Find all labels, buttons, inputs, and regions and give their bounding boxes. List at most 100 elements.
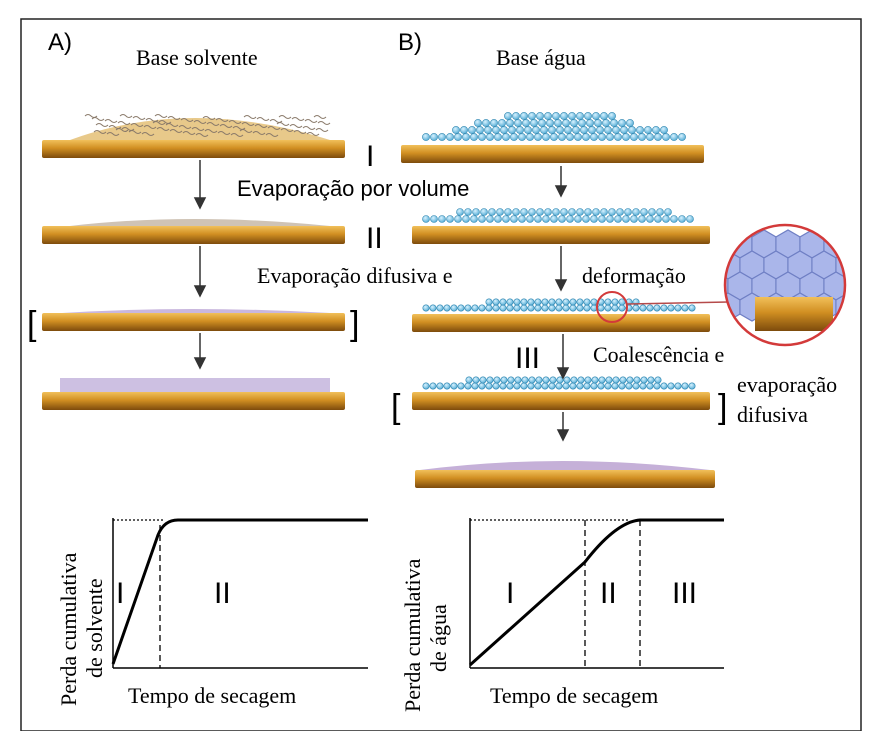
particle [563,376,571,384]
chain [289,124,303,128]
particle [662,215,670,223]
particle [592,208,600,216]
particle [654,376,662,384]
particle [562,304,570,312]
particle [646,215,654,223]
particle [608,208,616,216]
particle [512,208,520,216]
particle [457,382,465,390]
particle [574,215,582,223]
particle [520,298,528,306]
particle [472,376,480,384]
particle [620,126,628,134]
particle [646,382,654,390]
particle [552,112,560,120]
particle [498,119,506,127]
particle [612,126,620,134]
particle [586,119,594,127]
particle [474,119,482,127]
particle [541,298,549,306]
particle [462,133,470,141]
particle [504,208,512,216]
panel-b-letter: B) [398,29,422,56]
particle [524,126,532,134]
particle [527,304,535,312]
chain [306,132,320,136]
particle [688,382,696,390]
substrate [42,226,345,244]
particle [478,304,486,312]
chain [202,116,216,120]
particle [534,133,542,141]
particle [450,382,458,390]
particle [640,208,648,216]
graph-a-ylabel-2: de solvente [82,578,107,678]
particle [485,298,493,306]
particle [528,112,536,120]
particle [468,126,476,134]
chain [104,119,118,123]
particle [464,208,472,216]
graph-a-region-ii: II [214,577,231,610]
chain [91,117,105,121]
particle [568,208,576,216]
chain [278,115,292,119]
particle [555,304,563,312]
chain [119,114,133,118]
bracket-left: [ [27,305,37,343]
particle [422,215,430,223]
particle [500,376,508,384]
particle [510,133,518,141]
chain [128,130,142,134]
chain [132,116,146,120]
particle [541,382,549,390]
chain [276,122,290,126]
particle [508,126,516,134]
particle [681,382,689,390]
particle [678,133,686,141]
particle [664,208,672,216]
particle [480,208,488,216]
chain [106,132,120,136]
particle [582,215,590,223]
particle [422,133,430,141]
particle [600,112,608,120]
particle [600,208,608,216]
particle [576,208,584,216]
particle [578,119,586,127]
particle [588,126,596,134]
substrate [415,470,715,488]
particle [630,133,638,141]
particle [494,133,502,141]
particle [513,298,521,306]
particle [518,215,526,223]
panel-b-stage-5 [415,461,715,488]
panel-a-stage-4 [42,378,345,410]
panel-b-arrows [554,166,570,442]
graph-b-region-i: I [506,577,514,610]
particle [624,208,632,216]
chain [130,123,144,127]
particle [606,133,614,141]
substrate [412,392,710,410]
particle [584,208,592,216]
annotation-deformacao: deformação [582,263,686,288]
particle [478,133,486,141]
particle [647,376,655,384]
particle [528,376,536,384]
zoom-connector [626,301,729,305]
particle [549,376,557,384]
particle [471,304,479,312]
substrate [42,313,345,331]
particle [610,119,618,127]
graph-a-xlabel: Tempo de secagem [128,683,296,708]
particle [526,133,534,141]
particle [446,215,454,223]
particle [527,298,535,306]
chain [143,125,157,129]
particle [577,376,585,384]
particle [562,382,570,390]
chain [293,130,307,134]
particle [570,119,578,127]
chain [95,123,109,127]
